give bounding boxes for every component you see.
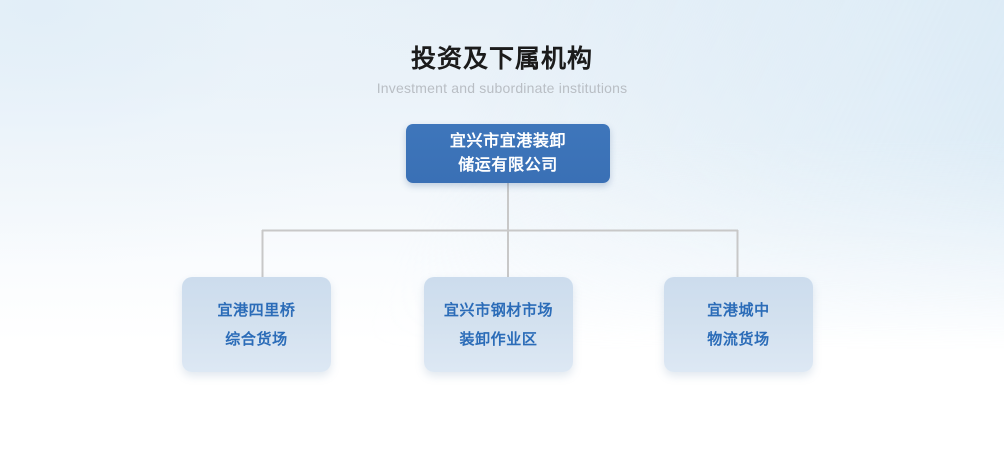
org-node-root-line-2: 储运有限公司 bbox=[458, 156, 558, 174]
org-node-child-0-line-1: 宜港四里桥 bbox=[217, 301, 296, 319]
org-node-child-2-line-2: 物流货场 bbox=[707, 330, 770, 348]
page-heading: 投资及下属机构 Investment and subordinate insti… bbox=[0, 44, 1004, 97]
org-node-child-1-line-2: 装卸作业区 bbox=[459, 330, 538, 348]
org-node-child-2[interactable]: 宜港城中 物流货场 bbox=[664, 277, 813, 372]
page-title: 投资及下属机构 bbox=[410, 45, 593, 73]
org-node-child-2-line-1: 宜港城中 bbox=[707, 301, 770, 319]
org-node-root-line-1: 宜兴市宜港装卸 bbox=[449, 132, 567, 150]
page-subtitle: Investment and subordinate institutions bbox=[376, 80, 628, 96]
org-node-root[interactable]: 宜兴市宜港装卸 储运有限公司 bbox=[406, 124, 610, 183]
org-node-child-0[interactable]: 宜港四里桥 综合货场 bbox=[182, 277, 331, 372]
org-node-child-0-line-2: 综合货场 bbox=[225, 330, 288, 348]
org-node-child-1-line-1: 宜兴市钢材市场 bbox=[443, 301, 554, 319]
org-node-child-1[interactable]: 宜兴市钢材市场 装卸作业区 bbox=[424, 277, 573, 372]
